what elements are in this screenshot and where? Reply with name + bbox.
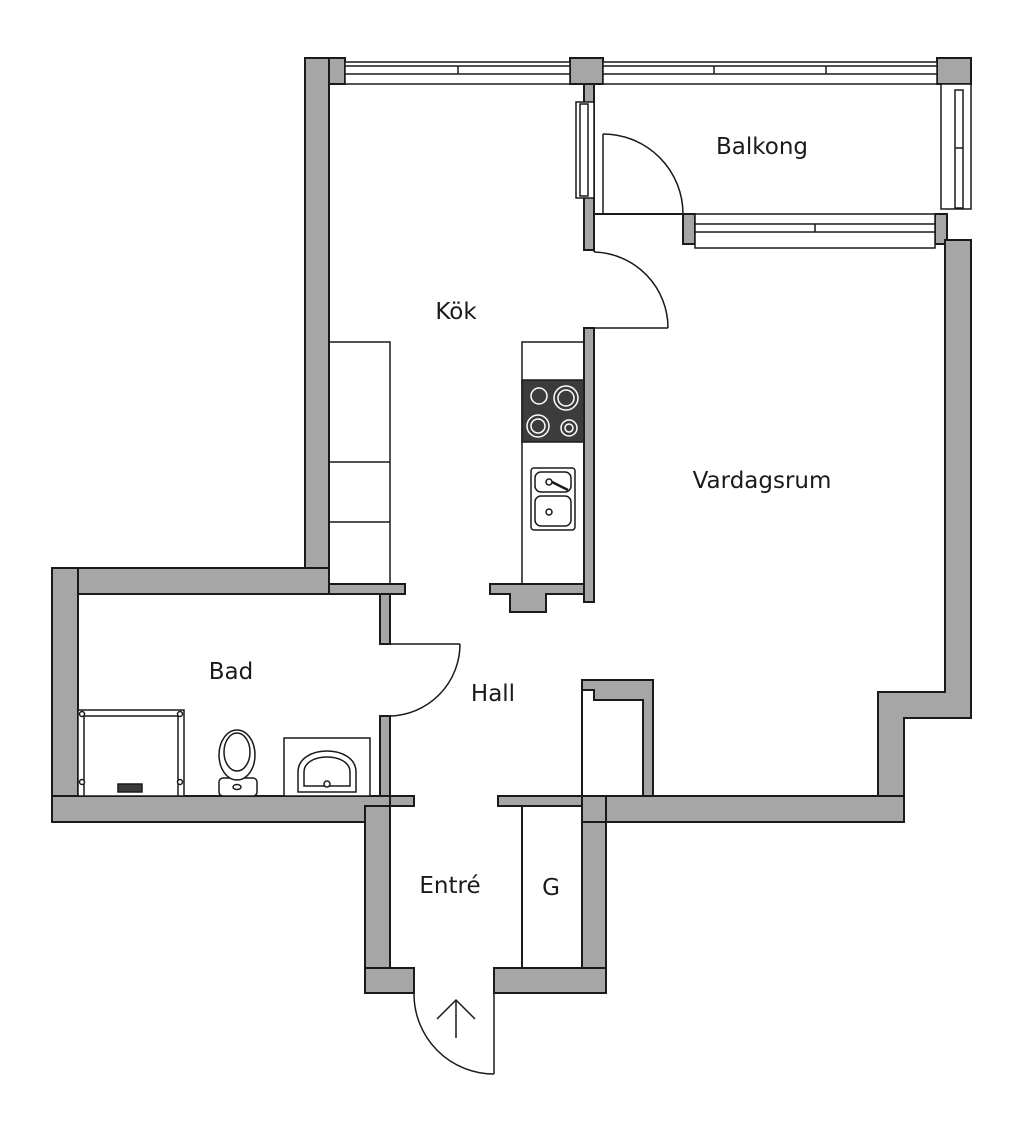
- wardrobe: [328, 341, 391, 585]
- wall-north-mid: [569, 57, 604, 85]
- room-label-vardagsrum: Vardagsrum: [693, 468, 832, 494]
- window-balcony-east: [940, 83, 972, 210]
- wall-bad-south: [51, 795, 391, 823]
- kitchen-sink: [530, 467, 576, 531]
- wall-west-kitchen: [304, 57, 330, 585]
- arrow-up-icon: [436, 998, 476, 1038]
- room-label-garderob: G: [542, 875, 560, 901]
- wall-kitchen-bad: [328, 583, 406, 595]
- wall-bad-west: [51, 567, 79, 823]
- wall-south-living: [605, 795, 905, 823]
- windows: [344, 61, 972, 249]
- walls: [51, 57, 972, 994]
- door-entrance: [413, 992, 495, 1075]
- room-label-hall: Hall: [471, 681, 515, 707]
- window-kitchen-balcony: [575, 101, 595, 199]
- wall-east-living: [877, 239, 972, 823]
- shower: [77, 709, 185, 797]
- washbasin: [283, 737, 371, 797]
- window-living-north: [694, 213, 936, 249]
- wall-entre-west-bottom: [364, 967, 415, 994]
- wall-north-right: [936, 57, 972, 85]
- wall-counter-base: [489, 583, 585, 613]
- wall-bad-east-stub: [389, 795, 415, 807]
- interior-lines: [521, 213, 683, 969]
- room-label-entre: Entré: [419, 873, 480, 899]
- window-kitchen-north: [344, 61, 571, 85]
- wall-kitchen-living: [583, 327, 595, 603]
- room-label-kok: Kök: [435, 299, 477, 325]
- door-kitchen-living: [593, 250, 669, 329]
- wall-hall-stub: [497, 795, 583, 807]
- wall-bad-east-upper: [379, 593, 391, 645]
- wall-entre-east: [581, 805, 607, 994]
- kitchen-counter: [521, 341, 585, 585]
- door-balcony: [602, 133, 684, 215]
- wall-garderob-side: [581, 795, 607, 823]
- room-label-balkong: Balkong: [716, 134, 808, 160]
- wall-balcony-stub: [682, 213, 696, 245]
- wall-bad-east-lower: [379, 715, 391, 797]
- wall-living-closet: [581, 679, 654, 797]
- wall-entre-east-bottom: [493, 967, 607, 994]
- door-bad: [389, 643, 461, 717]
- toilet: [218, 729, 258, 797]
- wall-entre-west: [364, 805, 391, 994]
- window-balcony-north: [602, 61, 938, 85]
- hob: [521, 379, 585, 443]
- room-label-bad: Bad: [209, 659, 253, 685]
- doors: [389, 133, 684, 1075]
- wall-bad-north: [51, 567, 330, 595]
